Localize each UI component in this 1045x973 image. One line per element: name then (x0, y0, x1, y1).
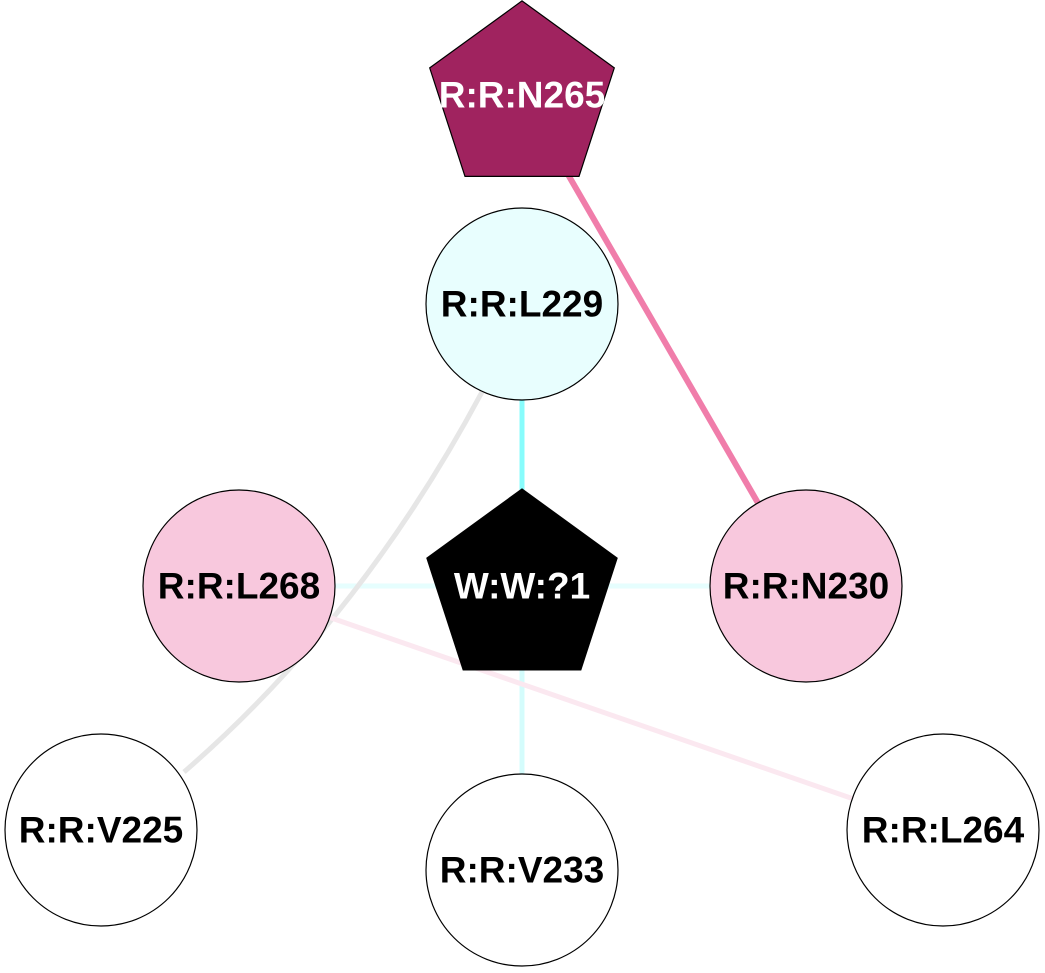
node-label: R:R:V225 (19, 810, 184, 851)
node-label: W:W:?1 (454, 566, 590, 607)
node-pentagon-shape (428, 0, 616, 177)
node-circle-shape (709, 489, 903, 683)
node-label: R:R:N230 (723, 566, 890, 607)
node-r-r-l268[interactable]: R:R:L268 (142, 489, 336, 683)
node-label: R:R:N265 (439, 75, 606, 116)
node-r-r-n265[interactable]: R:R:N265 (428, 0, 616, 177)
node-circle-shape (425, 773, 619, 967)
edges-layer (182, 93, 944, 870)
node-label: R:R:L229 (441, 284, 603, 325)
edge-r-r-l229-to-r-r-v225 (182, 390, 485, 774)
node-circle-shape (425, 207, 619, 401)
node-label: R:R:V233 (440, 850, 605, 891)
node-r-r-n230[interactable]: R:R:N230 (709, 489, 903, 683)
node-pentagon-shape (426, 488, 618, 671)
node-r-r-l264[interactable]: R:R:L264 (846, 733, 1040, 927)
node-r-r-l229[interactable]: R:R:L229 (425, 207, 619, 401)
node-w-w-1[interactable]: W:W:?1 (426, 488, 618, 671)
node-label: R:R:L268 (158, 566, 320, 607)
node-circle-shape (846, 733, 1040, 927)
node-circle-shape (4, 733, 198, 927)
node-r-r-v225[interactable]: R:R:V225 (4, 733, 198, 927)
node-circle-shape (142, 489, 336, 683)
node-r-r-v233[interactable]: R:R:V233 (425, 773, 619, 967)
node-label: R:R:L264 (862, 810, 1025, 851)
edge-r-r-l268-to-r-r-l264 (238, 583, 944, 833)
